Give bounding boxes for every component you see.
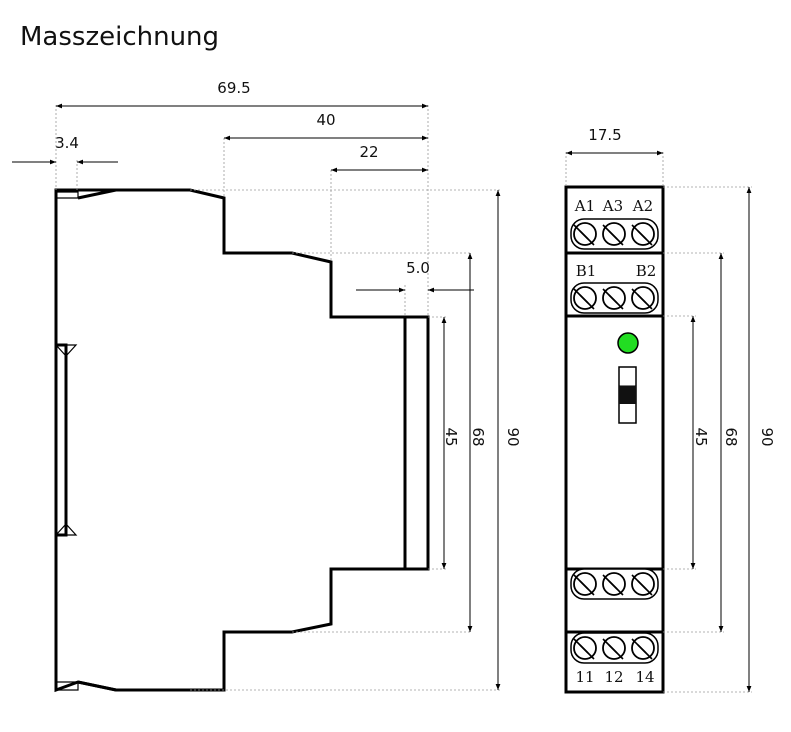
screw-slot — [637, 644, 653, 660]
drawing-title: Masszeichnung — [20, 22, 220, 52]
housing-side-outline — [54, 188, 430, 693]
status-led — [617, 332, 639, 354]
screw-slot — [637, 294, 653, 310]
terminal-screw[interactable] — [573, 222, 597, 246]
side-view: 69.5 40 22 3.4 5.0 45 68 90 — [12, 79, 522, 693]
terminal-row-d — [570, 632, 659, 664]
screw-slot — [608, 230, 624, 246]
screw-slot — [637, 230, 653, 246]
dim-width: 17.5 — [588, 126, 621, 144]
terminal-label-14: 14 — [635, 668, 654, 686]
screw-slot — [608, 644, 624, 660]
terminal-screw[interactable] — [573, 572, 597, 596]
screw-slot — [579, 644, 595, 660]
dim-height-front: 45 — [442, 427, 460, 446]
terminal-label-a3: A3 — [602, 197, 623, 215]
terminal-screw[interactable] — [602, 572, 626, 596]
terminal-label-a2: A2 — [632, 197, 653, 215]
screw-slot — [637, 580, 653, 596]
terminal-rows — [570, 218, 659, 664]
terminal-label-11: 11 — [575, 668, 594, 686]
dim-front-height-mid: 68 — [722, 427, 740, 446]
front-view: A1 A3 A2 B1 B2 11 12 14 17.5 45 — [564, 126, 776, 694]
dip-switch-knob[interactable] — [619, 386, 636, 404]
dim-overall-depth: 69.5 — [217, 79, 250, 97]
terminal-row-b — [570, 282, 659, 314]
dim-height-total: 90 — [504, 427, 522, 446]
dim-front-depth: 40 — [316, 111, 335, 129]
terminal-screw[interactable] — [631, 286, 655, 310]
screw-slot — [579, 230, 595, 246]
housing-front-outline — [564, 185, 665, 694]
terminal-screw[interactable] — [631, 636, 655, 660]
screw-slot — [579, 580, 595, 596]
terminal-screw[interactable] — [573, 286, 597, 310]
dim-mid-depth: 22 — [359, 143, 378, 161]
terminal-label-b2: B2 — [636, 262, 657, 280]
dim-height-mid: 68 — [469, 427, 487, 446]
terminal-row-a — [570, 218, 659, 250]
terminal-row-c — [570, 568, 659, 600]
screw-slot — [608, 580, 624, 596]
screw-slot — [608, 294, 624, 310]
terminal-label-12: 12 — [604, 668, 623, 686]
dim-rail-offset: 3.4 — [55, 134, 79, 152]
rail-clip-top-detail — [55, 190, 79, 691]
terminal-screw[interactable] — [602, 286, 626, 310]
terminal-label-a1: A1 — [574, 197, 595, 215]
dim-front-height-total: 90 — [758, 427, 776, 446]
terminal-screw[interactable] — [602, 222, 626, 246]
screw-slot — [579, 294, 595, 310]
terminal-screw[interactable] — [631, 572, 655, 596]
dim-front-height-front: 45 — [692, 427, 710, 446]
housing-left-bevel — [66, 188, 117, 692]
terminal-label-b1: B1 — [576, 262, 597, 280]
terminal-screw[interactable] — [573, 636, 597, 660]
terminal-screw[interactable] — [602, 636, 626, 660]
dim-front-step: 5.0 — [406, 259, 430, 277]
terminal-screw[interactable] — [631, 222, 655, 246]
